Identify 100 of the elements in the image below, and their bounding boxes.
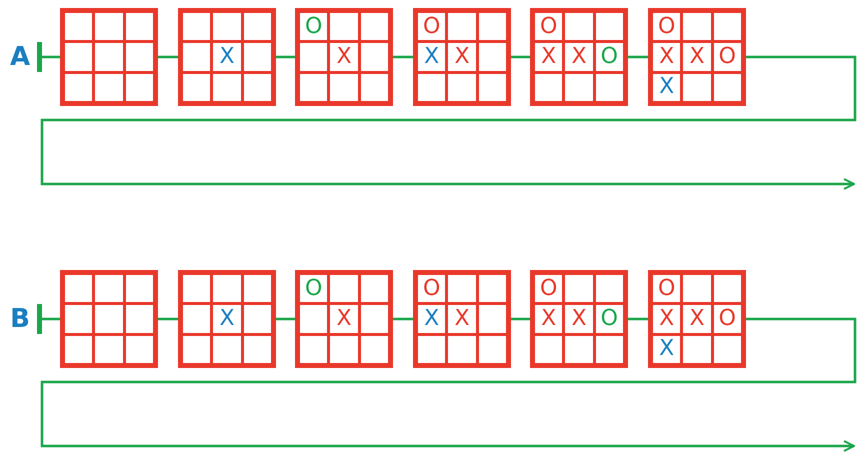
connector-line bbox=[276, 56, 295, 58]
board-cell bbox=[535, 336, 562, 363]
board-cell bbox=[448, 74, 476, 101]
board-cell: O bbox=[418, 275, 446, 302]
board-cell bbox=[683, 275, 711, 302]
board-cell bbox=[565, 74, 593, 101]
board-cell bbox=[95, 336, 123, 363]
board-cell bbox=[596, 336, 623, 363]
arrow bbox=[40, 318, 856, 452]
board-cell bbox=[95, 43, 123, 71]
board-cell bbox=[535, 74, 562, 101]
board-cell bbox=[596, 275, 623, 302]
board-cell bbox=[330, 74, 358, 101]
board-cell: O bbox=[714, 305, 741, 333]
board-cell bbox=[714, 336, 741, 363]
game-board bbox=[60, 270, 158, 368]
game-board bbox=[413, 270, 511, 368]
board-cell bbox=[448, 275, 476, 302]
game-board bbox=[413, 8, 511, 106]
board-cell bbox=[330, 336, 358, 363]
board-cell: X bbox=[683, 43, 711, 71]
board-cell bbox=[244, 43, 271, 71]
board-cell: X bbox=[535, 305, 562, 333]
board-cell: O bbox=[653, 275, 680, 302]
connector-line bbox=[393, 56, 413, 58]
board-cell: O bbox=[596, 305, 623, 333]
game-board bbox=[648, 8, 746, 106]
game-board bbox=[60, 8, 158, 106]
board-cell bbox=[65, 305, 92, 333]
board-cell bbox=[478, 13, 506, 40]
board-cell bbox=[478, 74, 506, 101]
board-cell bbox=[360, 43, 388, 71]
board-cell: X bbox=[653, 336, 680, 363]
connector-line bbox=[628, 318, 648, 320]
board-cell: X bbox=[330, 305, 358, 333]
row-label: A bbox=[6, 43, 34, 71]
board-cell: X bbox=[448, 305, 476, 333]
board-cell bbox=[126, 43, 153, 71]
board-cell bbox=[478, 305, 506, 333]
game-board bbox=[648, 270, 746, 368]
game-board bbox=[530, 8, 628, 106]
board-cell bbox=[478, 336, 506, 363]
board-cell bbox=[714, 13, 741, 40]
board-cell bbox=[360, 13, 388, 40]
board-cell: O bbox=[714, 43, 741, 71]
board-cell bbox=[448, 336, 476, 363]
board-cell bbox=[300, 74, 328, 101]
board-cell bbox=[478, 275, 506, 302]
arrow bbox=[40, 56, 856, 190]
board-cell: O bbox=[300, 13, 328, 40]
board-cell bbox=[126, 13, 153, 40]
game-board bbox=[178, 8, 276, 106]
board-cell bbox=[418, 336, 446, 363]
connector-line bbox=[276, 318, 295, 320]
board-cell bbox=[360, 74, 388, 101]
board-cell bbox=[596, 74, 623, 101]
board-cell bbox=[244, 336, 271, 363]
board-cell bbox=[596, 13, 623, 40]
board-cell: O bbox=[418, 13, 446, 40]
connector-line bbox=[158, 318, 178, 320]
board-cell bbox=[244, 74, 271, 101]
board-cell bbox=[683, 336, 711, 363]
board-cell bbox=[126, 305, 153, 333]
board-cell bbox=[95, 74, 123, 101]
game-board bbox=[295, 270, 393, 368]
board-cell: X bbox=[448, 43, 476, 71]
board-cell: X bbox=[213, 305, 241, 333]
board-cell: X bbox=[565, 305, 593, 333]
board-cell: X bbox=[653, 43, 680, 71]
board-cell: O bbox=[596, 43, 623, 71]
board-cell: X bbox=[535, 43, 562, 71]
board-cell bbox=[126, 336, 153, 363]
board-cell bbox=[183, 305, 210, 333]
board-cell bbox=[300, 305, 328, 333]
board-cell bbox=[360, 336, 388, 363]
board-cell bbox=[213, 275, 241, 302]
connector-line bbox=[37, 304, 60, 334]
board-cell bbox=[478, 43, 506, 71]
board-cell: O bbox=[535, 275, 562, 302]
board-cell bbox=[65, 74, 92, 101]
board-cell bbox=[95, 305, 123, 333]
board-cell: X bbox=[418, 43, 446, 71]
board-cell: X bbox=[683, 305, 711, 333]
board-cell bbox=[360, 275, 388, 302]
board-cell bbox=[213, 74, 241, 101]
board-cell bbox=[183, 74, 210, 101]
board-cell bbox=[360, 305, 388, 333]
board-cell bbox=[244, 305, 271, 333]
board-cell bbox=[65, 336, 92, 363]
board-cell: X bbox=[418, 305, 446, 333]
board-cell bbox=[126, 275, 153, 302]
connector-line bbox=[393, 318, 413, 320]
board-cell bbox=[65, 13, 92, 40]
board-cell bbox=[126, 74, 153, 101]
board-cell bbox=[95, 13, 123, 40]
connector-line bbox=[37, 42, 60, 72]
board-cell bbox=[565, 275, 593, 302]
board-cell bbox=[183, 43, 210, 71]
board-cell bbox=[183, 336, 210, 363]
board-cell bbox=[565, 13, 593, 40]
